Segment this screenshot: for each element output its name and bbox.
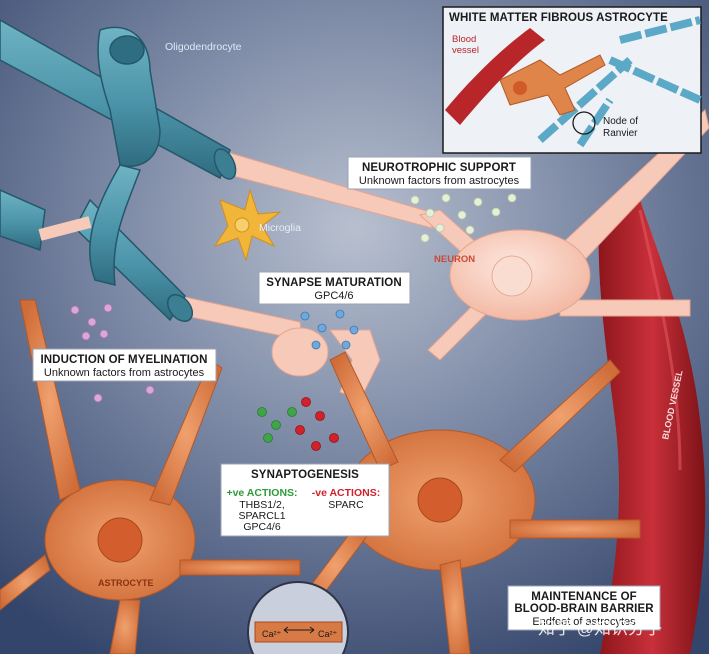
ca-right-label: Ca²⁺ (318, 629, 338, 639)
oligodendrocyte (0, 19, 237, 322)
synaptogenesis-factors (257, 397, 339, 451)
positive-actions-heading: +ve ACTIONS: (226, 487, 297, 499)
microglia-label: Microglia (259, 222, 301, 234)
synapse-maturation-box: SYNAPSE MATURATION GPC4/6 (258, 271, 411, 305)
neurotrophic-title: NEUROTROPHIC SUPPORT (362, 162, 516, 174)
ca-left-label: Ca²⁺ (262, 629, 282, 639)
synapse-maturation-factors (300, 309, 359, 350)
inset-title: WHITE MATTER FIBROUS ASTROCYTE (449, 12, 668, 24)
inset-blood-label-1: Blood (452, 34, 476, 45)
positive-action-item: THBS1/2, (239, 499, 285, 511)
inset-node-label-1: Node of (603, 116, 638, 127)
blood-brain-barrier-box: MAINTENANCE OF BLOOD-BRAIN BARRIER Endfe… (507, 585, 661, 631)
inset-node-label-2: Ranvier (603, 128, 638, 139)
calcium-gap-junction: Ca²⁺ Ca²⁺ (247, 581, 349, 654)
neurotrophic-factors (410, 193, 517, 243)
astrocyte-left (0, 299, 301, 654)
inset-white-matter: WHITE MATTER FIBROUS ASTROCYTE Blood ves… (442, 6, 702, 154)
bbb-sub: Endfeet of astrocytes (532, 616, 636, 628)
watermark: 知乎 @知识分子 (538, 619, 662, 638)
synaptogenesis-box: SYNAPTOGENESIS +ve ACTIONS: -ve ACTIONS:… (220, 463, 390, 537)
neurotrophic-sub: Unknown factors from astrocytes (359, 175, 520, 187)
positive-action-item: SPARCL1 (238, 510, 285, 522)
oligodendrocyte-label: Oligodendrocyte (165, 41, 242, 53)
myelination-title: INDUCTION OF MYELINATION (40, 354, 207, 366)
bbb-title-line-1: MAINTENANCE OF (531, 591, 637, 603)
neurotrophic-support-box: NEUROTROPHIC SUPPORT Unknown factors fro… (347, 156, 532, 190)
bbb-title-line-2: BLOOD-BRAIN BARRIER (514, 603, 654, 615)
microglia (213, 188, 282, 262)
myelination-factors (70, 303, 155, 403)
myelination-sub: Unknown factors from astrocytes (44, 367, 205, 379)
synapse-maturation-title: SYNAPSE MATURATION (266, 277, 402, 289)
negative-actions-heading: -ve ACTIONS: (312, 487, 380, 499)
negative-action-item: SPARC (328, 499, 364, 511)
inset-blood-label-2: vessel (452, 45, 479, 56)
axon-segment (38, 216, 92, 241)
neuron-label: NEURON (434, 254, 475, 265)
astrocyte-label: ASTROCYTE (98, 578, 154, 588)
synaptogenesis-title: SYNAPTOGENESIS (251, 469, 359, 481)
myelination-box: INDUCTION OF MYELINATION Unknown factors… (32, 348, 217, 382)
synapse-maturation-sub: GPC4/6 (314, 290, 353, 302)
positive-action-item: GPC4/6 (243, 521, 281, 533)
